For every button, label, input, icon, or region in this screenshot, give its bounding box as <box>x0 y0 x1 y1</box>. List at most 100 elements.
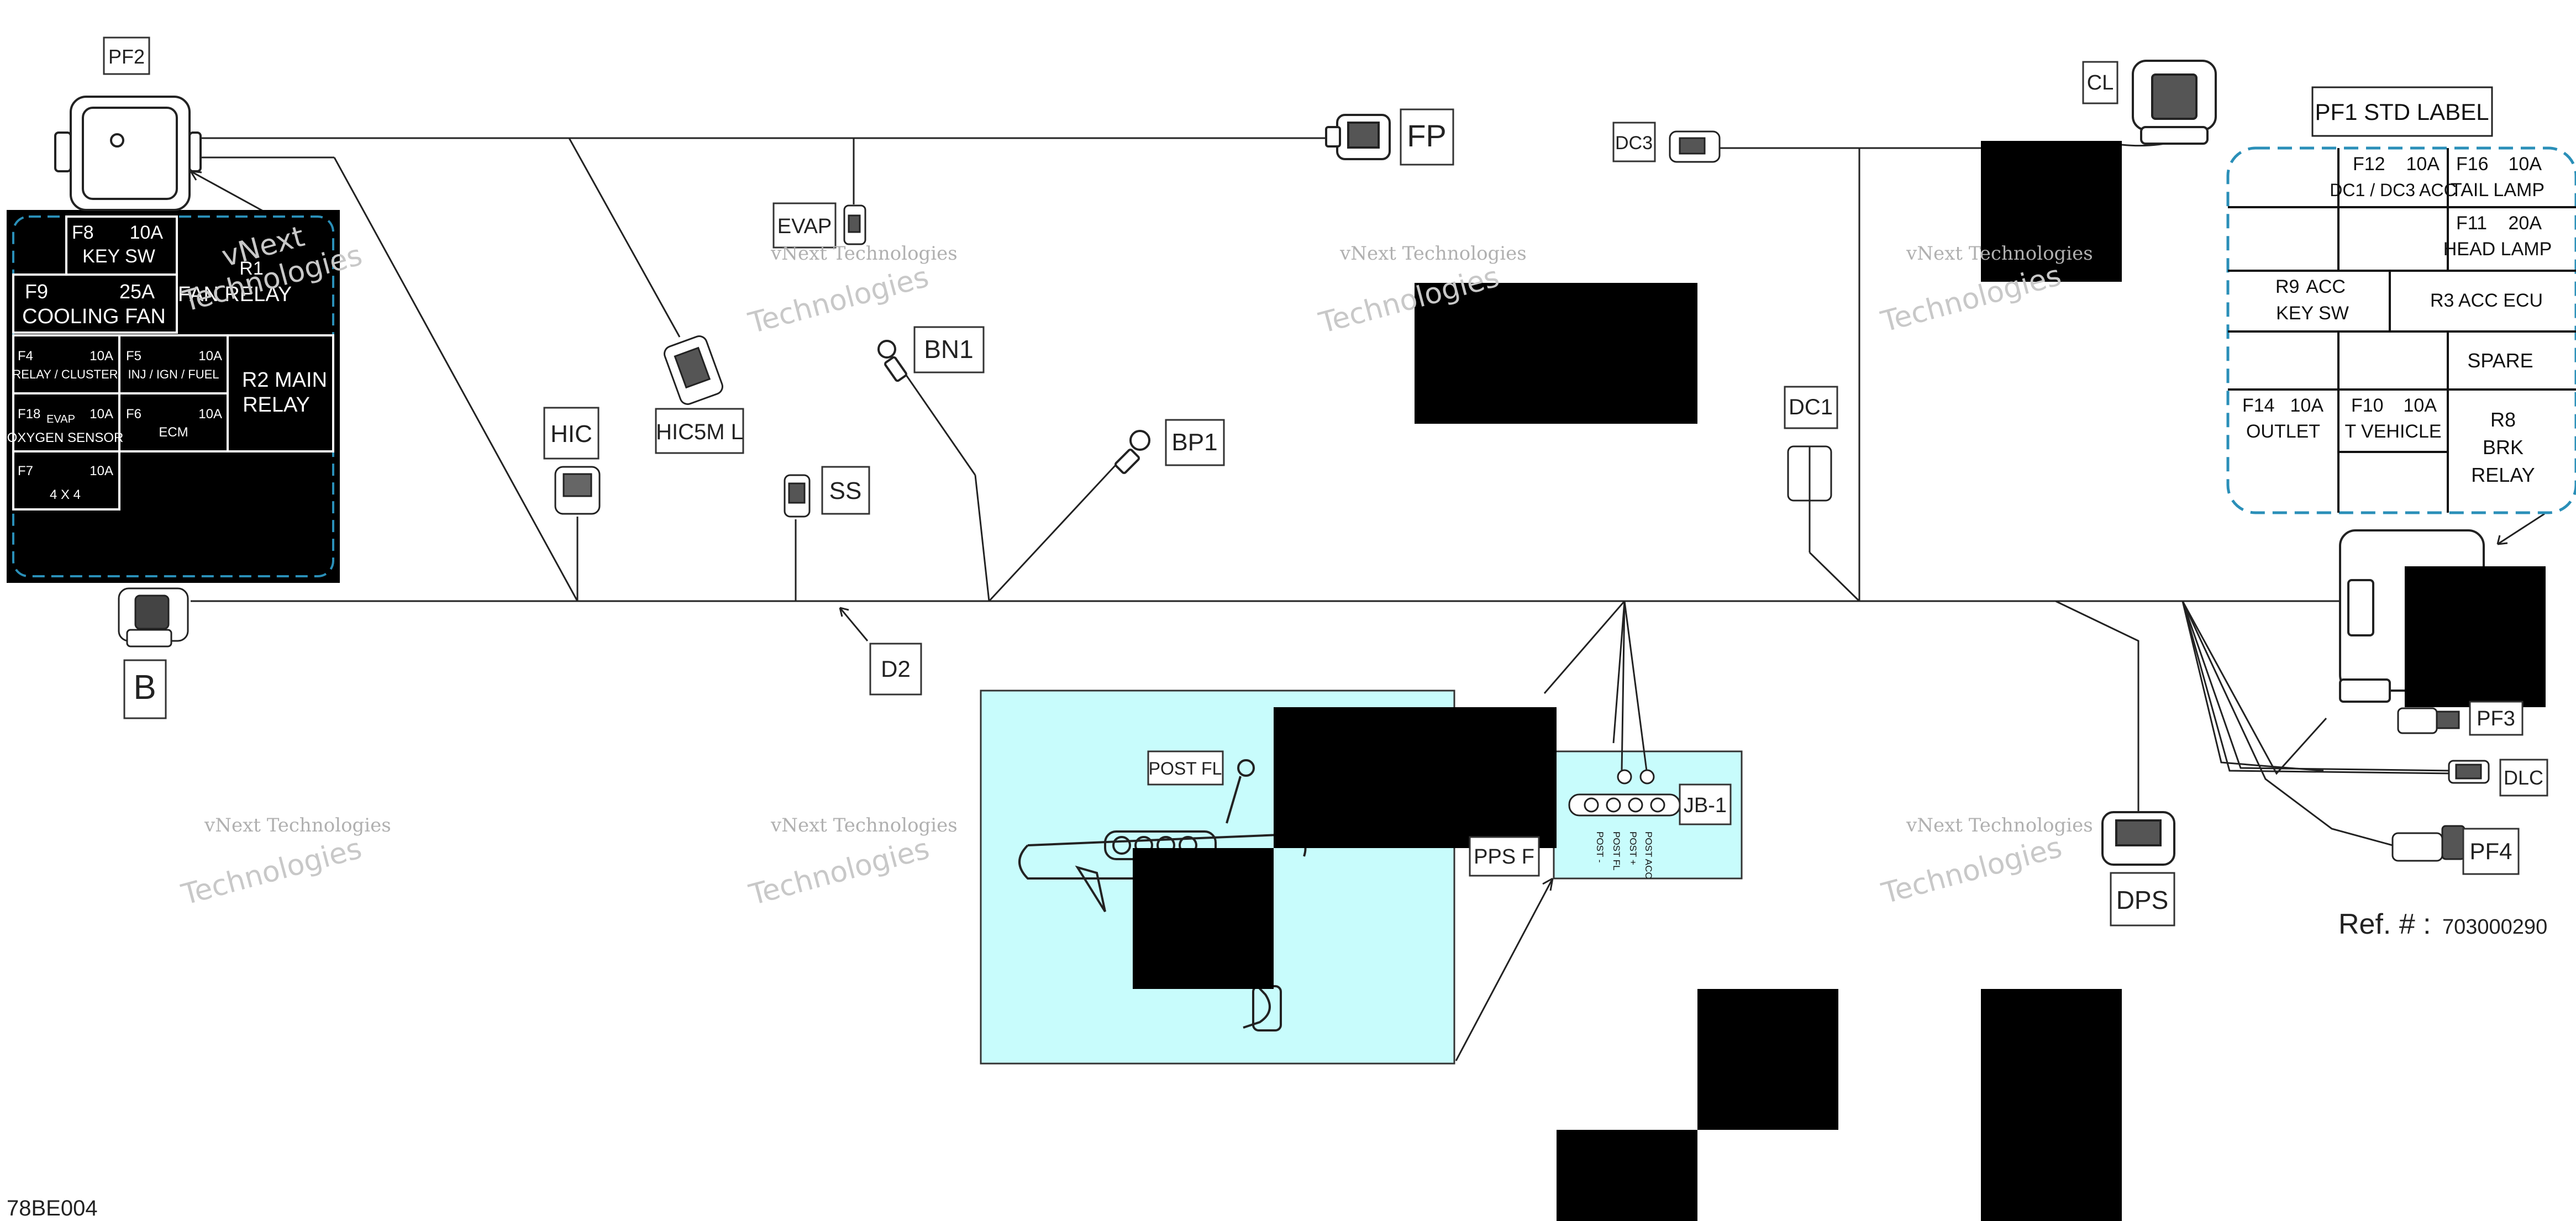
ref-label: Ref. # : <box>2338 908 2431 940</box>
f14-name: OUTLET <box>2246 421 2320 442</box>
label-fp: FP <box>1407 118 1447 153</box>
hic-connector-icon <box>554 466 601 515</box>
jb1-inset-drawing <box>1568 769 1681 817</box>
dc3-connector-icon <box>1669 130 1721 163</box>
f11-id: F11 <box>2456 213 2487 234</box>
f16-id: F16 <box>2456 154 2489 175</box>
f7-amp: 10A <box>90 464 113 478</box>
pf1-title: PF1 STD LABEL <box>2315 99 2489 125</box>
label-cl: CL <box>2087 71 2114 94</box>
f9-name: COOLING FAN <box>22 305 166 328</box>
label-jb1: JB-1 <box>1684 794 1727 817</box>
f6-amp: 10A <box>198 407 222 422</box>
jb-post-3: POST ACC <box>1643 831 1654 879</box>
dps-connector-icon <box>2101 811 2175 866</box>
label-dc3: DC3 <box>1615 133 1653 154</box>
f4-id: F4 <box>18 349 33 364</box>
f12-id: F12 <box>2353 154 2385 175</box>
f12-name: DC1 / DC3 ACC <box>2330 180 2456 200</box>
r2-line2: RELAY <box>243 393 310 417</box>
label-b: B <box>133 669 156 707</box>
pf2-module-icon <box>54 96 202 211</box>
jb1-post-labels: POST - POST FL POST + POST ACC <box>1595 831 1654 879</box>
evap-connector-icon <box>843 204 866 245</box>
r9-name: KEY SW <box>2276 303 2349 324</box>
right-fuse-box: PF1 STD LABEL F12 10A DC1 / DC3 ACC F16 … <box>2226 86 2576 514</box>
cl-connector-icon <box>2132 60 2217 145</box>
watermark-6b: Technologies <box>745 832 933 912</box>
jb-post-0: POST - <box>1595 831 1605 862</box>
spare-label: SPARE <box>2467 349 2533 372</box>
label-pf2: PF2 <box>108 45 145 68</box>
dc1-connector-icon <box>1787 445 1832 502</box>
f14-amp: 10A <box>2290 395 2324 416</box>
f18-id: F18 <box>18 407 40 422</box>
f7-name: 4 X 4 <box>50 487 81 502</box>
r8-l3: RELAY <box>2471 464 2535 486</box>
label-pps: PPS F <box>1474 845 1534 869</box>
f18-name: OXYGEN SENSOR <box>7 430 124 445</box>
label-bn1: BN1 <box>924 335 973 364</box>
label-dlc: DLC <box>2504 766 2543 789</box>
watermark-2b: Technologies <box>745 260 932 340</box>
f8-name: KEY SW <box>82 246 155 267</box>
label-hic: HIC <box>550 420 592 448</box>
f4-amp: 10A <box>90 349 113 364</box>
label-hic5m: HIC5M L <box>656 420 743 444</box>
watermark-2: vNext Technologies <box>770 243 958 265</box>
f5-id: F5 <box>126 349 141 364</box>
label-post-fl: POST FL <box>1149 759 1222 778</box>
f18-mid: EVAP <box>46 413 75 425</box>
r9-amp: ACC <box>2306 276 2346 297</box>
f16-name: TAIL LAMP <box>2451 180 2545 201</box>
f18-amp: 10A <box>90 407 113 422</box>
f7-id: F7 <box>18 464 33 478</box>
jb-post-1: POST FL <box>1611 831 1622 871</box>
f4-name: RELAY / CLUSTER <box>12 367 118 381</box>
f8-id: F8 <box>72 222 94 243</box>
watermark-4: vNext Technologies <box>1906 243 2093 265</box>
watermark-5: vNext Technologies <box>204 814 391 836</box>
dlc-connector-icon <box>2448 760 2490 784</box>
label-evap: EVAP <box>777 215 832 238</box>
bp1-ring-terminal-icon <box>1114 430 1150 474</box>
label-ss: SS <box>829 477 862 504</box>
f11-amp: 20A <box>2509 213 2542 234</box>
f6-name: ECM <box>159 425 188 440</box>
watermark-4b: Technologies <box>1877 259 2064 339</box>
watermark-7b: Technologies <box>1878 831 2065 911</box>
label-d2: D2 <box>881 656 911 682</box>
f10-id: F10 <box>2351 395 2384 416</box>
f8-amp: 10A <box>130 222 164 243</box>
r9-id: R9 <box>2275 276 2299 297</box>
pf4-connector-icon <box>2391 825 2465 862</box>
fp-connector-icon <box>1325 114 1391 160</box>
label-dps: DPS <box>2116 886 2169 914</box>
redaction-blocks <box>1133 141 2546 1221</box>
f9-amp: 25A <box>119 280 155 303</box>
r3-name: R3 ACC ECU <box>2430 290 2543 311</box>
watermark-6: vNext Technologies <box>770 814 958 836</box>
figure-code: 78BE004 <box>7 1196 98 1220</box>
r1-id: R1 <box>239 258 263 279</box>
left-fuse-box: F8 10A KEY SW R1 FAN RELAY F9 25A COOLIN… <box>7 210 340 583</box>
f11-name: HEAD LAMP <box>2443 239 2552 260</box>
hic5m-connector-icon <box>664 335 723 405</box>
label-bp1: BP1 <box>1171 429 1217 456</box>
f5-amp: 10A <box>198 349 222 364</box>
label-dc1: DC1 <box>1789 395 1833 419</box>
f6-id: F6 <box>126 407 141 422</box>
f16-amp: 10A <box>2509 154 2542 175</box>
pf3-connector-icon <box>2397 707 2460 734</box>
jb-post-2: POST + <box>1628 831 1638 865</box>
f12-amp: 10A <box>2406 154 2440 175</box>
watermark-5b: Technologies <box>178 832 365 912</box>
watermark-7: vNext Technologies <box>1906 814 2093 836</box>
f14-id: F14 <box>2242 395 2275 416</box>
ref-value: 703000290 <box>2442 915 2547 939</box>
r2-line1: R2 MAIN <box>242 369 327 392</box>
label-pf4: PF4 <box>2469 838 2512 864</box>
f9-id: F9 <box>25 280 48 303</box>
b-connector-icon <box>118 587 189 648</box>
